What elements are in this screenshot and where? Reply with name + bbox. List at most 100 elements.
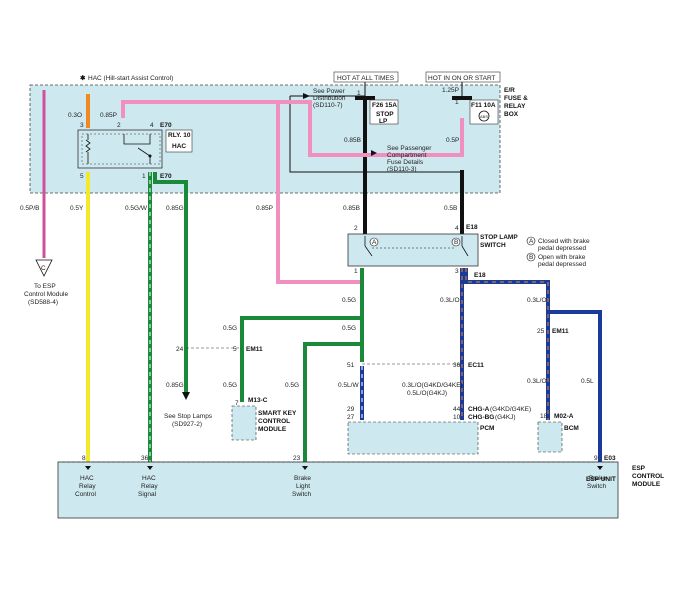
stop-switch-pin-4: 4 [455, 225, 459, 232]
esp-terminal-arrows [85, 466, 603, 470]
svg-text:(SD588-4): (SD588-4) [28, 299, 58, 306]
esp-module [57, 461, 619, 519]
label-05pb: 0.5P/B [20, 205, 40, 212]
esp-name: ESP CONTROL MODULE [632, 465, 664, 488]
f11-pin-num: 1 [455, 99, 459, 106]
stop-switch-connector-bottom: E18 [474, 272, 486, 279]
stop-switch-pin-1: 1 [354, 268, 358, 275]
svg-text:See Passenger: See Passenger [387, 145, 432, 152]
pass-fuse-wire [289, 96, 462, 173]
relay-symbol [85, 134, 152, 164]
pcm-pin-29: 29 [347, 406, 355, 413]
wire-03lo-bcm [464, 268, 550, 420]
svg-text:F26 15A: F26 15A [372, 102, 397, 109]
label-03lo-c: 0.3L/O [527, 378, 547, 385]
stop-lamps-arrow [182, 392, 190, 400]
svg-text:Switch: Switch [292, 491, 312, 498]
pcm-label: PCM [480, 425, 494, 432]
svg-text:Switch: Switch [587, 483, 607, 490]
label-05g-c: 0.5G [342, 325, 356, 332]
chg-bg-label: CHG-BG [468, 414, 494, 421]
switch-sym-b: B [454, 239, 458, 246]
svg-text:HAC: HAC [142, 475, 156, 482]
label-03lo-b: 0.3L/O [527, 297, 547, 304]
label-03lo-g4kd: 0.3L/O(G4KD/G4KE) [402, 382, 463, 389]
hot-all-times-box [333, 71, 399, 83]
svg-text:To ESP: To ESP [34, 283, 56, 290]
label-085b-top: 0.85B [344, 137, 361, 144]
e03-pin: 9 [594, 455, 598, 462]
stop-lamps-ref: See Stop Lamps (SD927-2) [164, 413, 213, 428]
esp-pin-8: 8 [82, 455, 86, 462]
m13c-pin: 7 [235, 400, 239, 407]
m02a-connector: M02-A [554, 413, 574, 420]
label-085g: 0.85G [166, 205, 184, 212]
fuse-f11: F11 10A ABS [452, 96, 499, 125]
svg-text:F11 10A: F11 10A [471, 102, 496, 109]
pass-fuse-ref: See Passenger Compartment Fuse Details (… [387, 145, 432, 173]
em11-b-pin: 25 [537, 328, 545, 335]
wire-085g-green [153, 172, 188, 392]
fuse-f26: F26 15A STOP LP [355, 96, 399, 125]
svg-text:Control Module: Control Module [24, 291, 68, 298]
em11-a-pin-r: 5 [233, 346, 237, 353]
svg-text:A: A [529, 238, 534, 245]
esp-unit-label: ESP UNIT [586, 476, 616, 483]
label-085p: 0.85P [256, 205, 273, 212]
label-085g-low: 0.85G [166, 382, 184, 389]
title-marker: ✱ [80, 74, 86, 82]
svg-text:ESP: ESP [632, 465, 646, 472]
label-05l: 0.5L [581, 378, 594, 385]
relay-pin-3: 3 [80, 122, 84, 129]
smart-key-name: SMART KEY CONTROL MODULE [258, 410, 297, 433]
m13c-connector: M13-C [248, 397, 268, 404]
svg-text:Light: Light [296, 483, 310, 490]
switch-sym-a: A [372, 239, 377, 246]
label-05g-b: 0.5G [223, 325, 237, 332]
svg-text:(SD927-2): (SD927-2) [172, 421, 202, 428]
label-085b-mid: 0.85B [343, 205, 360, 212]
label-05gw: 0.5G/W [125, 205, 148, 212]
hot-all-times-label: HOT AT ALL TIMES [337, 75, 395, 82]
hot-on-start-label: HOT IN ON OR START [428, 75, 496, 82]
chg-a-note: (G4KD/G4KE) [490, 406, 531, 413]
label-05g-a: 0.5G [342, 297, 356, 304]
svg-text:HAC: HAC [80, 475, 94, 482]
stop-switch-pin-3: 3 [455, 268, 459, 275]
svg-text:BOX: BOX [504, 111, 519, 118]
m02a-pin: 18 [540, 413, 548, 420]
pcm-pin-27: 27 [347, 414, 355, 421]
label-05y: 0.5Y [70, 205, 84, 212]
diagram-title: HAC (Hill-start Assist Control) [88, 75, 173, 82]
relay-pin-4: 4 [150, 122, 154, 129]
ec11-label: EC11 [468, 362, 484, 369]
label-05p-top: 0.5P [446, 137, 459, 144]
em11-b-label: EM11 [552, 328, 569, 335]
bcm-label: BCM [564, 425, 579, 432]
power-dist-arrow [303, 93, 310, 99]
svg-text:See Stop Lamps: See Stop Lamps [164, 413, 213, 420]
f26-pin: 1 [357, 90, 361, 97]
power-dist-ref: See Power Distribution (SD110-7) [313, 88, 346, 109]
svg-text:B: B [529, 254, 533, 261]
svg-text:Open with brake: Open with brake [538, 254, 586, 261]
svg-text:Distribution: Distribution [313, 95, 346, 102]
pass-fuse-arrow [371, 150, 377, 156]
svg-text:CONTROL: CONTROL [632, 473, 664, 480]
f11-pin-label: 1.25P [442, 87, 459, 94]
em11-a-pin-l: 24 [176, 346, 184, 353]
svg-text:CONTROL: CONTROL [258, 418, 290, 425]
esp-pin-23: 23 [293, 455, 301, 462]
svg-text:ABS: ABS [480, 114, 488, 119]
svg-text:Fuse Details: Fuse Details [387, 159, 424, 166]
esp-terminal-brake-switch: Brake Switch [587, 475, 607, 490]
wire-05g-branch-smartkey [240, 316, 362, 402]
wire-03lo-bcm-tracer [465, 268, 549, 420]
ec11-pin-l: 51 [347, 362, 355, 369]
relay-pin-1: 1 [142, 173, 146, 180]
relay-pin-5: 5 [80, 173, 84, 180]
pcm-pin-44: 44 [453, 406, 461, 413]
fuse-box-label: E/R FUSE & RELAY BOX [504, 87, 528, 118]
svg-text:pedal depressed: pedal depressed [538, 245, 586, 252]
